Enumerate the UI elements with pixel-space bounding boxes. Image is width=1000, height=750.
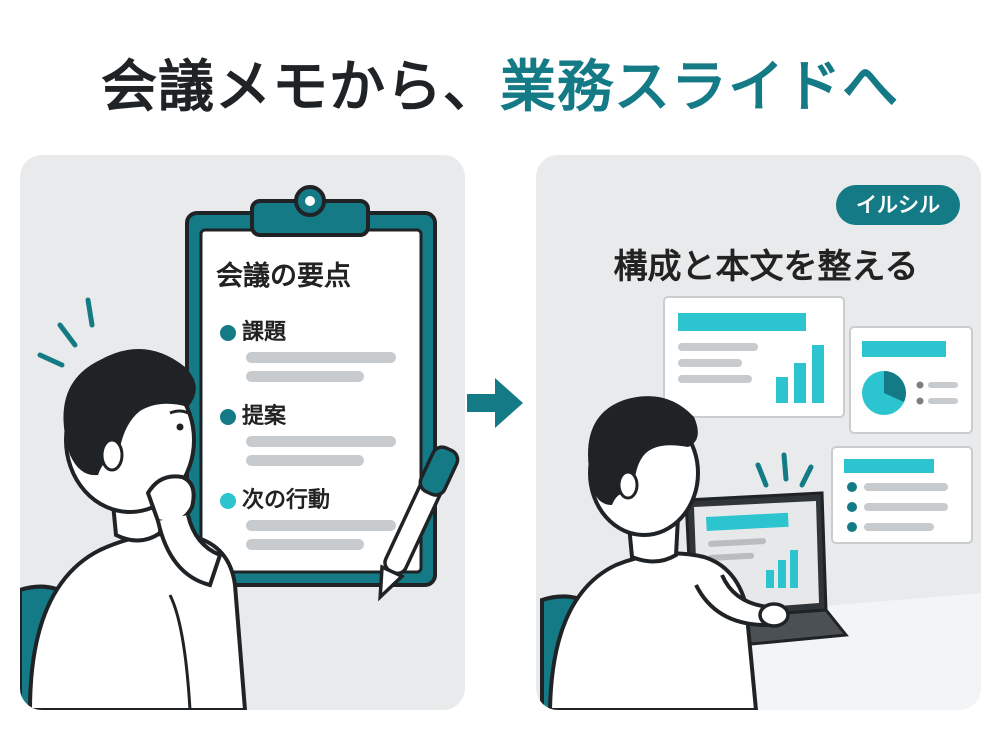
slide-card-bar-chart: [663, 296, 845, 418]
bullet-dot: [220, 493, 236, 509]
bar-chart-icon: [776, 345, 824, 403]
pie-chart-icon: [862, 371, 906, 415]
bullet-dot: [220, 325, 236, 341]
thought-marks: [37, 297, 95, 368]
arrow-right-icon: [467, 378, 523, 428]
slides-illustration: [540, 296, 981, 710]
pen-icon: [378, 445, 460, 602]
bullet-dot: [220, 409, 236, 425]
slide-card-pie-chart: [849, 326, 973, 434]
clipboard-item: 提案: [242, 404, 287, 429]
person-hair: [588, 396, 698, 505]
headline: 会議メモから、業務スライドへ: [0, 52, 1000, 124]
slide-card-bullets: [831, 446, 973, 544]
meeting-illustration: [20, 185, 460, 710]
right-panel-title: 構成と本文を整える: [613, 247, 919, 287]
clipboard-item: 課題: [242, 320, 287, 345]
headline-part2: 業務スライドへ: [500, 55, 899, 120]
left-panel-meeting-notes: 会議の要点 課題 提案 次の行動: [20, 155, 465, 710]
headline-part1: 会議メモから、: [101, 55, 500, 120]
sparkle-marks: [755, 452, 814, 488]
clipboard-icon: [185, 185, 437, 587]
person-hair: [63, 349, 196, 476]
person-body: [547, 551, 759, 710]
text-lines: [246, 352, 396, 550]
clipboard-title: 会議の要点: [216, 261, 351, 292]
app-badge: イルシル: [836, 185, 960, 225]
right-panel-slides: イルシル 構成と本文を整える: [536, 155, 981, 710]
clipboard-item: 次の行動: [242, 488, 331, 513]
